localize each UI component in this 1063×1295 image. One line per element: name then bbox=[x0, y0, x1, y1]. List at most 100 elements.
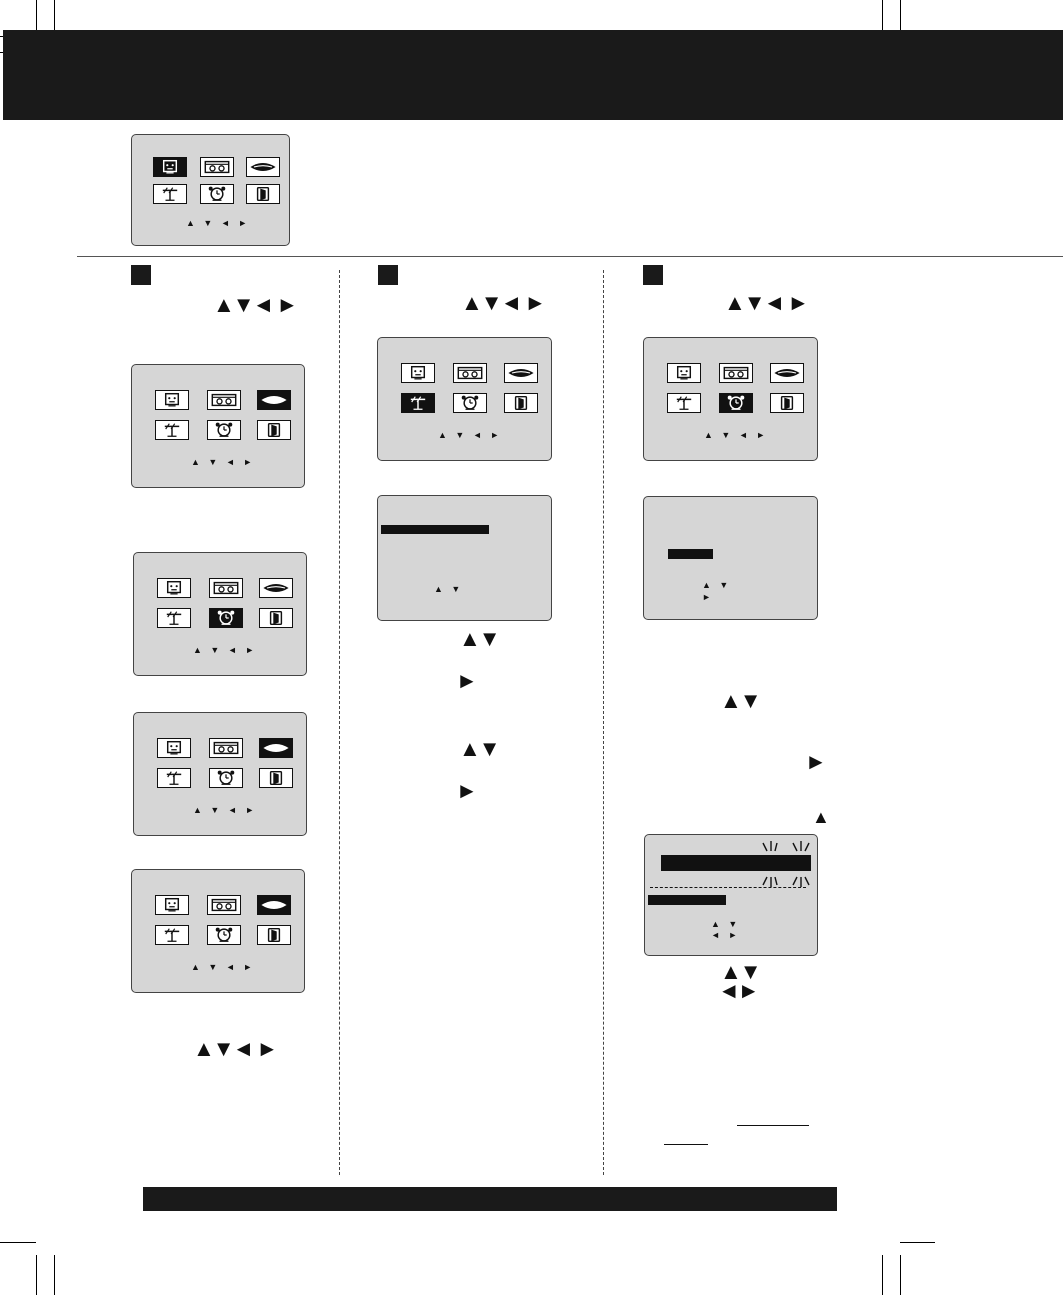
vcr-icon[interactable] bbox=[209, 738, 243, 758]
step-number-box bbox=[378, 265, 398, 285]
crop-mark bbox=[0, 1242, 36, 1243]
tv-icon[interactable] bbox=[157, 578, 191, 598]
clock-icon[interactable] bbox=[207, 420, 241, 440]
four-way-arrows: ▲▼◄ ► bbox=[461, 290, 546, 315]
dashed-separator bbox=[650, 887, 806, 888]
antenna-icon[interactable] bbox=[153, 184, 187, 204]
tv-icon[interactable] bbox=[667, 363, 701, 383]
highlight-bar bbox=[648, 895, 726, 905]
nav-hint: ▲ ▼ ◄ ► bbox=[704, 430, 769, 440]
lips-icon[interactable] bbox=[259, 578, 293, 598]
menu-screen-step1-a: ▲ ▼ ◄ ► bbox=[131, 364, 305, 488]
lips-icon[interactable] bbox=[257, 895, 291, 915]
clock-icon[interactable] bbox=[207, 925, 241, 945]
tv-icon[interactable] bbox=[153, 157, 187, 177]
antenna-icon[interactable] bbox=[401, 393, 435, 413]
lips-icon[interactable] bbox=[504, 363, 538, 383]
crop-mark bbox=[900, 1255, 901, 1295]
step-number-box bbox=[643, 265, 663, 285]
blink-marks-icon bbox=[762, 841, 810, 887]
clock-icon[interactable] bbox=[453, 393, 487, 413]
lips-icon[interactable] bbox=[257, 390, 291, 410]
menu-screen-step2: ▲ ▼ ◄ ► bbox=[377, 337, 552, 461]
door-icon[interactable] bbox=[259, 608, 293, 628]
antenna-icon[interactable] bbox=[157, 608, 191, 628]
column-divider bbox=[603, 270, 604, 1175]
left-right-arrows: ◄► bbox=[718, 978, 760, 1003]
submenu-screen-step2: ▲ ▼ bbox=[377, 495, 552, 621]
right-arrow: ► bbox=[805, 749, 827, 774]
antenna-icon[interactable] bbox=[155, 925, 189, 945]
menu-screen-step1-c: ▲ ▼ ◄ ► bbox=[133, 712, 307, 836]
nav-hint: ▲ ▼ ◄ ► bbox=[193, 645, 258, 655]
step-number-box bbox=[131, 265, 151, 285]
nav-hint: ▲ ▼ bbox=[702, 580, 732, 590]
clock-icon[interactable] bbox=[719, 393, 753, 413]
menu-screen-step3: ▲ ▼ ◄ ► bbox=[643, 337, 818, 461]
up-arrow: ▲ bbox=[812, 807, 830, 827]
header-banner bbox=[3, 30, 1063, 120]
clock-icon[interactable] bbox=[209, 608, 243, 628]
nav-hint: ▲ ▼ bbox=[434, 584, 464, 594]
column-divider bbox=[339, 270, 340, 1175]
up-down-arrows: ▲▼ bbox=[459, 736, 501, 761]
tv-icon[interactable] bbox=[157, 738, 191, 758]
main-menu-screen: ▲ ▼ ◄ ► bbox=[131, 134, 290, 246]
antenna-icon[interactable] bbox=[155, 420, 189, 440]
door-icon[interactable] bbox=[257, 420, 291, 440]
door-icon[interactable] bbox=[504, 393, 538, 413]
lips-icon[interactable] bbox=[246, 157, 280, 177]
tv-icon[interactable] bbox=[401, 363, 435, 383]
antenna-icon[interactable] bbox=[667, 393, 701, 413]
menu-screen-step1-b: ▲ ▼ ◄ ► bbox=[133, 552, 307, 676]
antenna-icon[interactable] bbox=[157, 768, 191, 788]
up-down-arrows: ▲▼ bbox=[720, 959, 762, 984]
nav-hint: ▲ ▼ bbox=[711, 919, 741, 929]
four-way-arrows: ▲▼◄ ► bbox=[213, 292, 298, 317]
crop-mark bbox=[882, 1255, 883, 1295]
tv-icon[interactable] bbox=[155, 390, 189, 410]
four-way-arrows: ▲▼◄ ► bbox=[193, 1036, 278, 1061]
nav-hint: ▲ ▼ ◄ ► bbox=[193, 805, 258, 815]
underline bbox=[664, 1144, 708, 1145]
nav-hint: ▲ ▼ ◄ ► bbox=[438, 430, 503, 440]
clock-set-screen: ▲ ▼ ◄ ► bbox=[644, 834, 818, 956]
up-down-arrows: ▲▼ bbox=[720, 688, 762, 713]
crop-mark bbox=[882, 0, 883, 30]
vcr-icon[interactable] bbox=[719, 363, 753, 383]
right-arrow: ► bbox=[456, 668, 478, 693]
right-arrow: ► bbox=[456, 778, 478, 803]
highlight-bar bbox=[381, 525, 489, 534]
nav-hint: ▲ ▼ ◄ ► bbox=[191, 962, 256, 972]
door-icon[interactable] bbox=[246, 184, 280, 204]
four-way-arrows: ▲▼◄ ► bbox=[724, 290, 809, 315]
underline bbox=[737, 1125, 809, 1126]
nav-hint: ◄ ► bbox=[711, 930, 741, 940]
vcr-icon[interactable] bbox=[209, 578, 243, 598]
clock-icon[interactable] bbox=[209, 768, 243, 788]
submenu-screen-step3: ▲ ▼ ► bbox=[643, 496, 818, 620]
crop-mark bbox=[54, 0, 55, 30]
crop-mark bbox=[36, 1255, 37, 1295]
vcr-icon[interactable] bbox=[453, 363, 487, 383]
lips-icon[interactable] bbox=[770, 363, 804, 383]
clock-icon[interactable] bbox=[200, 184, 234, 204]
footer-bar bbox=[143, 1187, 837, 1211]
lips-icon[interactable] bbox=[259, 738, 293, 758]
section-divider bbox=[77, 256, 1063, 257]
nav-hint: ► bbox=[702, 592, 714, 602]
crop-mark bbox=[54, 1255, 55, 1295]
door-icon[interactable] bbox=[259, 768, 293, 788]
highlight-bar bbox=[668, 549, 713, 559]
menu-screen-step1-d: ▲ ▼ ◄ ► bbox=[131, 869, 305, 993]
nav-hint: ▲ ▼ ◄ ► bbox=[191, 457, 256, 467]
tv-icon[interactable] bbox=[155, 895, 189, 915]
vcr-icon[interactable] bbox=[207, 390, 241, 410]
vcr-icon[interactable] bbox=[200, 157, 234, 177]
door-icon[interactable] bbox=[257, 925, 291, 945]
door-icon[interactable] bbox=[770, 393, 804, 413]
blinking-field bbox=[661, 855, 811, 871]
nav-hint: ▲ ▼ ◄ ► bbox=[186, 218, 251, 228]
up-down-arrows: ▲▼ bbox=[459, 626, 501, 651]
vcr-icon[interactable] bbox=[207, 895, 241, 915]
